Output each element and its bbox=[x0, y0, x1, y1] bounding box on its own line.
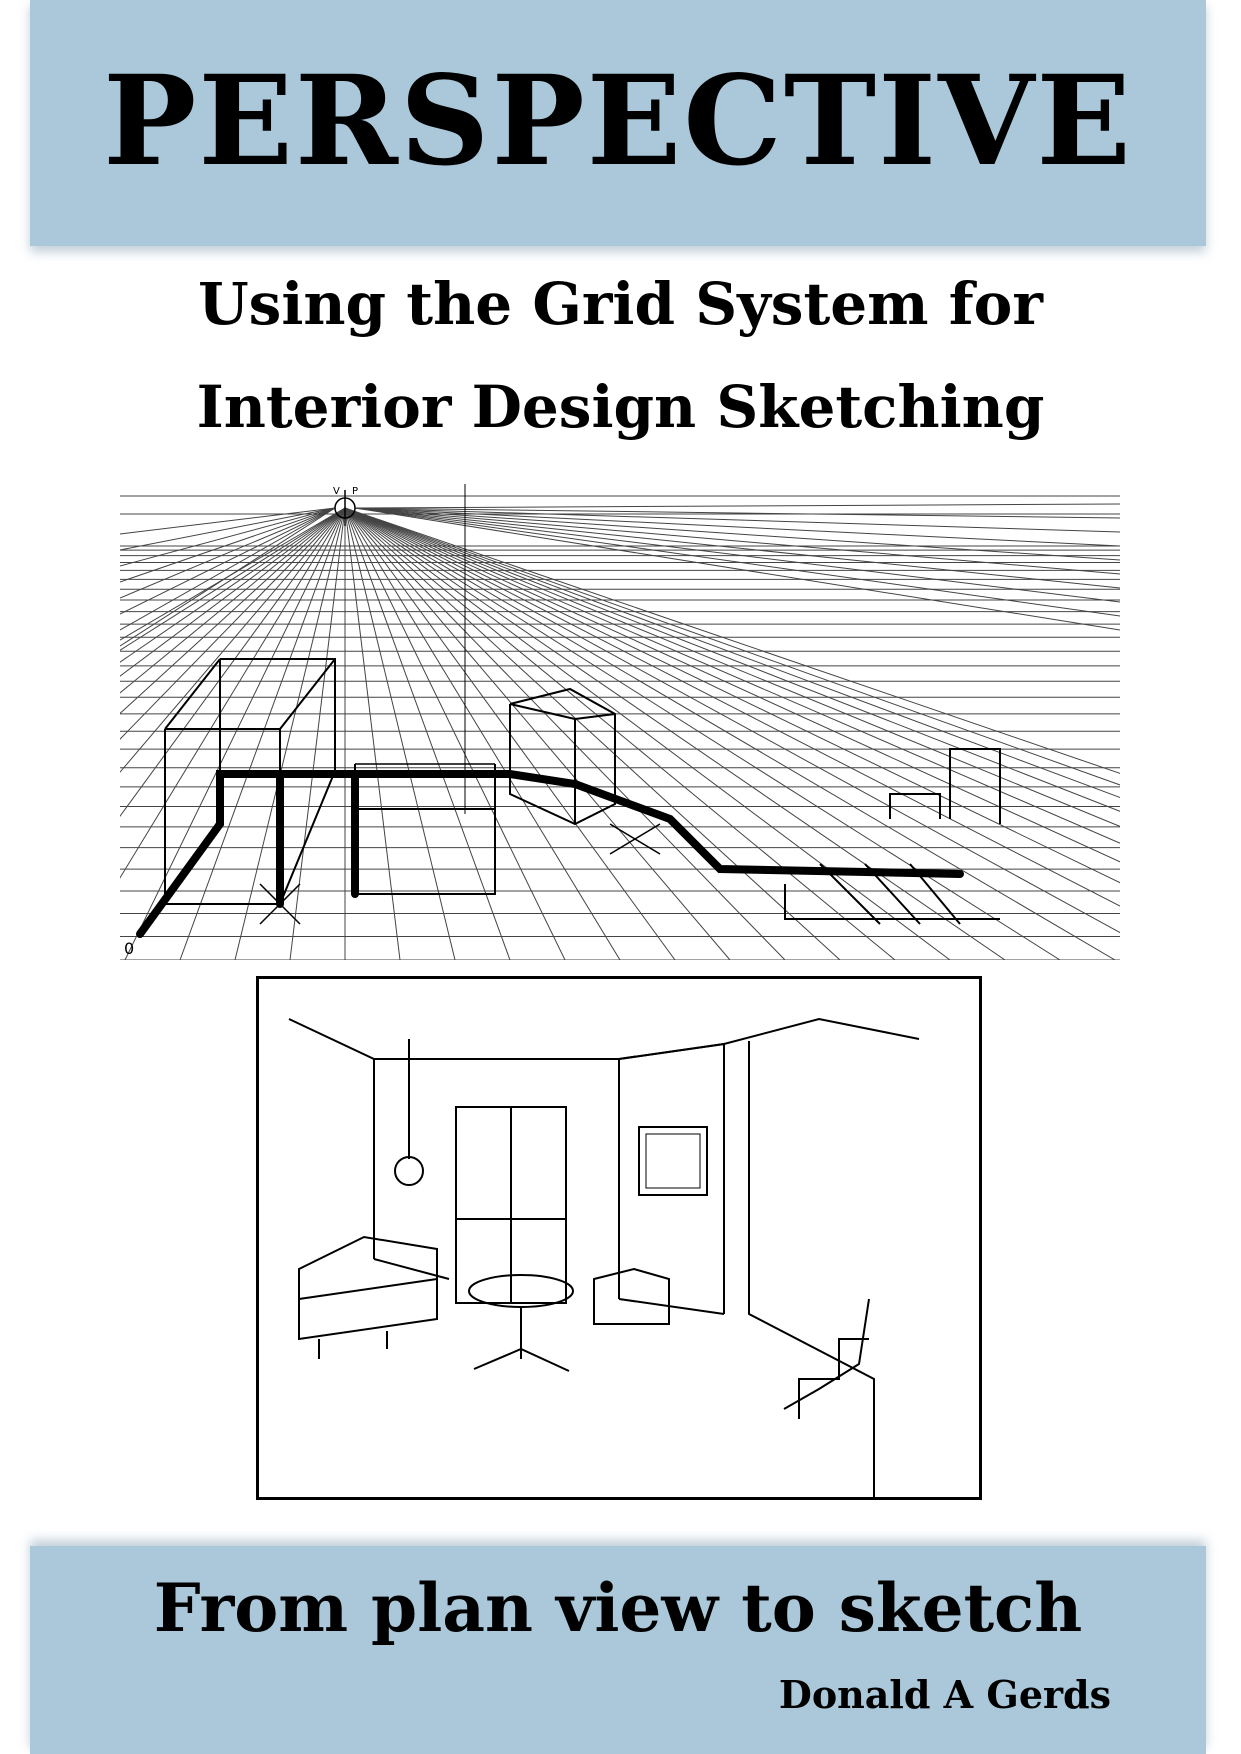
grid-line bbox=[120, 507, 336, 615]
grid-line bbox=[354, 507, 1120, 533]
grid-line bbox=[354, 507, 1120, 603]
grid-line bbox=[344, 507, 786, 960]
grid-line bbox=[120, 507, 336, 647]
grid-line bbox=[344, 507, 1116, 960]
grid-line bbox=[120, 507, 336, 535]
grid-line bbox=[120, 507, 346, 740]
grid-line bbox=[120, 507, 336, 551]
room-interior-sketch bbox=[288, 1017, 920, 1497]
grid-line bbox=[120, 507, 346, 879]
grid-line bbox=[344, 507, 1120, 863]
grid-line bbox=[120, 507, 346, 663]
grid-line bbox=[120, 507, 336, 631]
grid-line bbox=[344, 507, 1120, 774]
grid-line bbox=[354, 507, 1120, 561]
grid-line bbox=[344, 507, 1061, 960]
bottom-band bbox=[30, 1546, 1206, 1754]
grid-origin-label: 0 bbox=[124, 939, 134, 958]
grid-line bbox=[344, 507, 456, 960]
grid-line bbox=[234, 507, 346, 960]
grid-line bbox=[354, 507, 1120, 575]
book-title: PERSPECTIVE bbox=[103, 49, 1133, 194]
grid-line bbox=[344, 507, 1120, 844]
grid-line bbox=[120, 507, 336, 567]
grid-line bbox=[124, 507, 346, 960]
grid-line bbox=[344, 507, 1120, 934]
grid-line bbox=[179, 507, 346, 960]
grid-line bbox=[344, 507, 896, 960]
grid-line bbox=[344, 507, 511, 960]
subtitle-line-2: Interior Design Sketching bbox=[196, 373, 1045, 441]
grid-line bbox=[344, 507, 951, 960]
grid-line bbox=[354, 507, 1120, 547]
grid-line bbox=[120, 507, 346, 641]
tagline: From plan view to sketch bbox=[153, 1569, 1083, 1647]
author-name: Donald A Gerds bbox=[778, 1672, 1111, 1717]
top-title-band bbox=[30, 0, 1206, 246]
grid-line bbox=[344, 507, 1120, 799]
grid-line bbox=[344, 507, 401, 960]
grid-line bbox=[344, 507, 1120, 907]
grid-line bbox=[344, 507, 566, 960]
grid-line bbox=[344, 507, 1120, 812]
vanishing-point-label-v: V bbox=[333, 486, 340, 497]
grid-line bbox=[344, 507, 1120, 827]
grid-line bbox=[344, 507, 1120, 884]
grid-line bbox=[354, 507, 1120, 617]
grid-line bbox=[120, 507, 336, 583]
grid-line bbox=[354, 507, 1120, 631]
grid-line bbox=[289, 507, 346, 960]
grid-line bbox=[354, 503, 1120, 509]
grid-line bbox=[120, 507, 346, 677]
grid-line bbox=[120, 507, 346, 715]
room-sketch-frame bbox=[256, 976, 982, 1500]
grid-line bbox=[120, 507, 336, 599]
grid-line bbox=[120, 507, 346, 651]
subtitle-line-1: Using the Grid System for bbox=[198, 270, 1043, 338]
grid-line bbox=[344, 507, 621, 960]
grid-line bbox=[354, 507, 1120, 519]
grid-line bbox=[344, 507, 1006, 960]
grid-line bbox=[354, 507, 1120, 589]
grid-line bbox=[344, 507, 1120, 786]
perspective-grid-illustration: V P 0 bbox=[120, 484, 1120, 960]
grid-line bbox=[120, 507, 346, 694]
grid-line bbox=[344, 507, 731, 960]
vanishing-point-label-p: P bbox=[352, 486, 358, 497]
grid-line bbox=[120, 507, 346, 773]
grid-line bbox=[344, 507, 841, 960]
grid-line bbox=[120, 507, 346, 818]
